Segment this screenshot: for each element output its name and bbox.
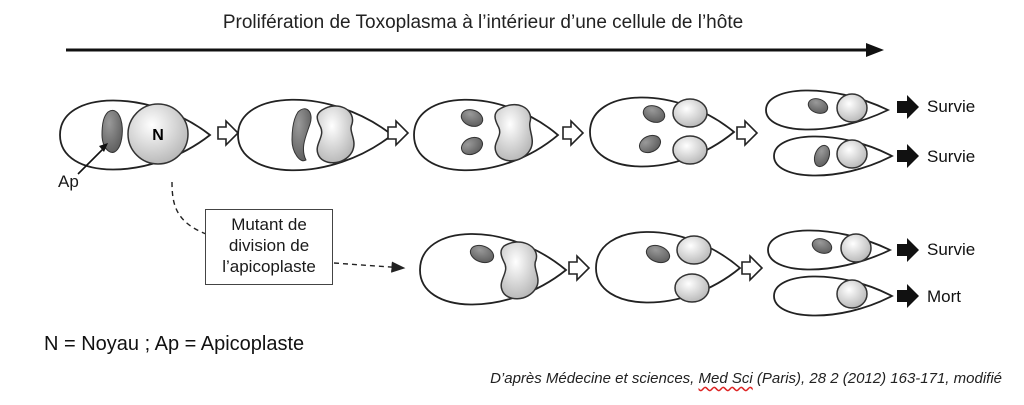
mutant-label-box: Mutant de division de l’apicoplaste: [205, 209, 333, 285]
source-before: D’après Médecine et sciences,: [490, 370, 699, 387]
source-after: (Paris), 28 2 (2012) 163-171, modifié: [752, 370, 1002, 387]
open-arrow: [387, 119, 410, 147]
parasite-stage-3: [413, 98, 560, 172]
mutant-line-3: l’apicoplaste: [222, 257, 316, 276]
outcome-top-2: Survie: [927, 147, 976, 166]
daughter-cell-top-2: [773, 135, 894, 177]
outcome-bottom-2: Mort: [927, 287, 961, 306]
parasite-stage-4: [589, 96, 736, 168]
solid-arrow: [897, 284, 919, 308]
open-arrow: [736, 119, 759, 147]
apicoplast-label: Ap: [58, 172, 79, 191]
parasite-stage-1: [59, 99, 212, 171]
nucleus-label: N: [152, 127, 164, 144]
open-arrow: [562, 119, 585, 147]
nucleus: [127, 103, 189, 165]
legend: N = Noyau ; Ap = Apicoplaste: [44, 333, 305, 355]
mutant-stage-2: [595, 231, 742, 304]
daughter-cell-top-1: [765, 89, 891, 131]
mutant-line-1: Mutant de: [231, 215, 307, 234]
diagram-title: Prolifération de Toxoplasma à l’intérieu…: [222, 12, 744, 33]
outcome-bottom-1: Survie: [927, 240, 976, 259]
dashed-connector: [171, 181, 207, 235]
mutant-stage-1: [419, 233, 568, 306]
apicoplast-pointer: [77, 147, 105, 175]
solid-arrow: [897, 95, 919, 119]
solid-arrow: [897, 144, 919, 168]
open-arrow: [568, 254, 591, 282]
source-journal: Med Sci: [698, 370, 753, 387]
open-arrow: [741, 254, 764, 282]
source-citation: D’après Médecine et sciences, Med Sci (P…: [490, 370, 1002, 387]
dashed-arrow: [333, 261, 406, 273]
mutant-daughter-2: [773, 275, 894, 317]
mutant-line-2: division de: [228, 236, 310, 255]
outcome-top-1: Survie: [927, 97, 976, 116]
mutant-daughter-1: [767, 229, 893, 271]
progression-arrow-head: [866, 43, 884, 57]
solid-arrow: [897, 238, 919, 262]
open-arrow: [217, 119, 240, 147]
parasite-stage-2: [237, 98, 394, 172]
